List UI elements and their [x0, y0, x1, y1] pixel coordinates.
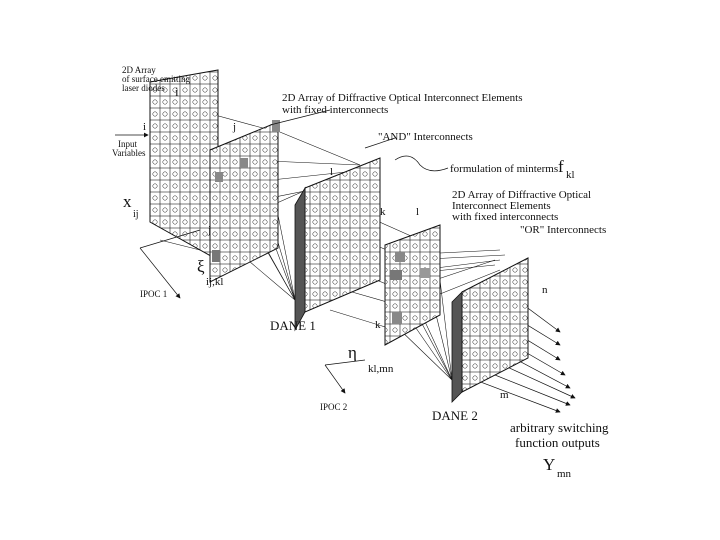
outputs-label-line1: arbitrary switching [510, 420, 609, 435]
minterms-label: formulation of minterms [450, 163, 558, 175]
f-subscript: kl [566, 169, 575, 181]
doe2-label-line3: with fixed interconnects [452, 211, 558, 223]
doe-array-1-panel [210, 120, 280, 282]
index-j-left: j [232, 121, 236, 133]
ipoc2-label: IPOC 2 [320, 402, 347, 412]
doe1-label-line2: with fixed interconnects [282, 104, 388, 116]
doe-array-2-panel [385, 225, 440, 345]
x-subscript: ij [133, 209, 139, 220]
and-interconnects-label: "AND" Interconnects [378, 131, 473, 143]
index-n: n [542, 284, 548, 296]
xi-symbol: ξ [197, 257, 205, 276]
ipoc1-label: IPOC 1 [140, 289, 167, 299]
index-l-right: l [416, 206, 419, 218]
laser-array-label-line3: laser diodes [122, 83, 165, 93]
or-interconnects-label: "OR" Interconnects [520, 224, 606, 236]
index-k: k [380, 206, 386, 218]
outputs-label-line2: function outputs [515, 435, 600, 450]
xi-subscript: ij,kl [206, 276, 223, 288]
index-l-top: l [330, 166, 333, 178]
f-symbol: f [558, 157, 564, 176]
y-subscript: mn [557, 468, 572, 480]
eta-subscript: kl,mn [368, 363, 394, 375]
dane-1-panel [295, 158, 380, 330]
index-i-top: i [175, 84, 179, 99]
index-j-mid: j [207, 224, 211, 236]
x-symbol: x [123, 192, 132, 211]
doe1-label-line1: 2D Array of Diffractive Optical Intercon… [282, 92, 522, 104]
input-variables-line2: Variables [112, 148, 146, 158]
y-symbol: Y [543, 455, 555, 474]
index-i-left: i [143, 121, 146, 133]
index-m: m [500, 389, 509, 401]
index-k-lower: k [375, 319, 381, 331]
dane-2-panel [452, 258, 528, 402]
dane1-label: DANE 1 [270, 318, 316, 333]
dane2-label: DANE 2 [432, 408, 478, 423]
eta-symbol: η [348, 343, 357, 362]
